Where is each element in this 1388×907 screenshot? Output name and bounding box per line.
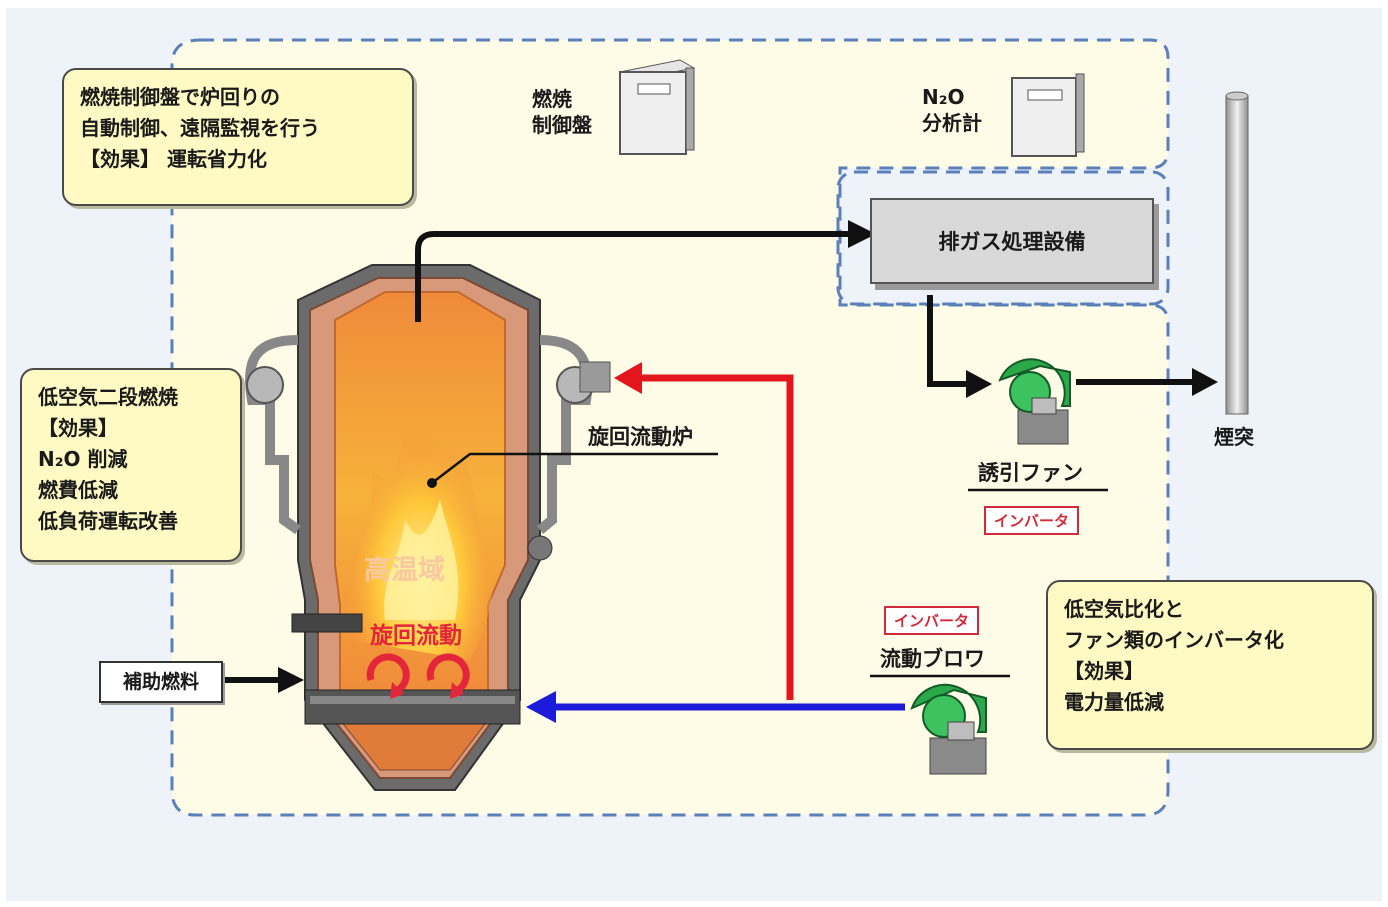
furnace-body [244, 264, 611, 791]
fan-to-stack-arrowhead [1192, 368, 1218, 396]
blower-label: 流動ブロワ [880, 647, 985, 671]
fan-callout-line2: ファン類のインバータ化 [1064, 628, 1284, 652]
control-panel-cabinet [618, 59, 696, 155]
blower-inverter-badge: インバータ [884, 606, 980, 635]
control-callout: 燃焼制御盤で炉回りの 自動制御、遠隔監視を行う 【効果】 運転省力化 [62, 68, 414, 206]
induced-fan-label: 誘引ファン [978, 461, 1083, 485]
control-callout-line3: 【効果】 運転省力化 [80, 147, 267, 171]
secondary-air-arrowhead [614, 362, 642, 394]
control-callout-line2: 自動制御、遠隔監視を行う [80, 116, 320, 140]
combustion-callout-line3: N₂O 削減 [38, 447, 128, 471]
aux-fuel-arrowhead [278, 667, 304, 693]
secondary-air-arrow [640, 374, 794, 700]
stack-label: 煙突 [1214, 425, 1254, 449]
induced-fan-icon [998, 358, 1071, 445]
combustion-callout-line2: 【効果】 [38, 416, 118, 440]
control-panel-label-line1: 燃焼 [532, 87, 572, 111]
furnace-leader-line [431, 452, 718, 484]
primary-air-arrowhead [526, 691, 556, 723]
fan-callout-line1: 低空気比化と [1064, 597, 1184, 621]
stack-chimney [1225, 91, 1249, 415]
combustion-callout: 低空気二段燃焼 【効果】 N₂O 削減 燃費低減 低負荷運転改善 [20, 368, 242, 562]
combustion-callout-line1: 低空気二段燃焼 [38, 385, 178, 409]
gas-to-fan-arrow [927, 295, 968, 387]
analyzer-label-line1: N₂O [922, 85, 965, 109]
high-temp-zone-label: 高温域 [364, 555, 445, 586]
swirl-flow-label: 旋回流動 [370, 623, 462, 649]
flue-gas-arrowhead [848, 220, 876, 248]
combustion-callout-line4: 燃費低減 [38, 478, 118, 502]
induced-fan-inverter-badge: インバータ [984, 506, 1080, 535]
combustion-callout-line5: 低負荷運転改善 [38, 509, 178, 533]
exhaust-zone [836, 170, 1170, 306]
auxiliary-fuel-box: 補助燃料 [99, 661, 223, 703]
furnace-label: 旋回流動炉 [588, 425, 693, 449]
analyzer-label: N₂O 分析計 [922, 84, 982, 136]
fan-callout-line3: 【効果】 [1064, 659, 1144, 683]
blower-icon [910, 683, 987, 775]
n2o-analyzer-cabinet [1011, 73, 1085, 157]
control-panel-label: 燃焼 制御盤 [532, 86, 592, 138]
control-callout-line1: 燃焼制御盤で炉回りの [80, 85, 280, 109]
fan-callout-line4: 電力量低減 [1064, 690, 1164, 714]
flue-gas-duct-arrow [415, 231, 848, 322]
gas-to-fan-arrowhead [966, 370, 992, 398]
fan-callout: 低空気比化と ファン類のインバータ化 【効果】 電力量低減 [1046, 580, 1374, 750]
control-panel-label-line2: 制御盤 [532, 113, 592, 137]
exhaust-gas-treatment-box: 排ガス処理設備 [870, 198, 1154, 284]
analyzer-label-line2: 分析計 [922, 111, 982, 135]
